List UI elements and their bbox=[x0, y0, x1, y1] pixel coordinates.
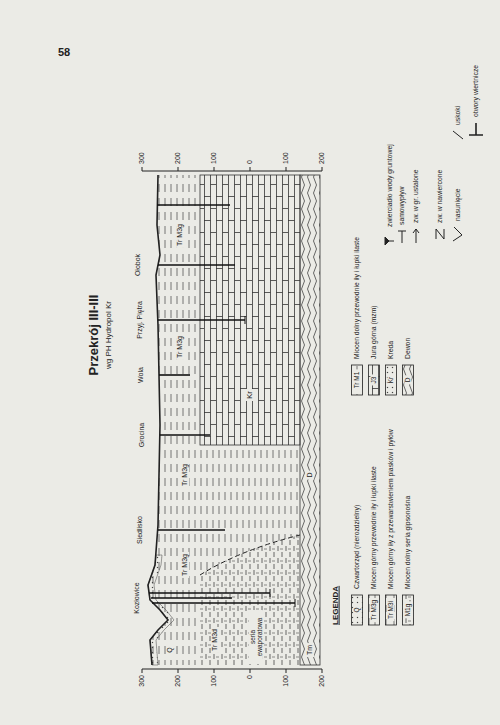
axis-number: 200 bbox=[174, 152, 182, 164]
well-name: Ołobok bbox=[134, 254, 142, 276]
section-title: Przekrój III-III bbox=[87, 295, 101, 376]
unit-symbol: Tr M3d bbox=[211, 627, 219, 653]
unit-symbol: Tr M3g bbox=[181, 462, 189, 488]
swatch-code: J3 bbox=[370, 375, 377, 386]
legend-text: Kreda bbox=[387, 341, 394, 359]
legend-text: Miocen dolny seria gipsonośna bbox=[404, 496, 411, 589]
axis-number: 0 bbox=[246, 160, 254, 164]
axis-number: 200 bbox=[318, 675, 326, 687]
unit-symbol: Kr bbox=[246, 389, 255, 401]
well-name: Siedlisko bbox=[136, 516, 144, 544]
legend-text: Miocen górny przewodnie iły i łupki ilas… bbox=[370, 466, 377, 589]
well-name: Grocina bbox=[138, 423, 146, 448]
legend-text: zw. w nawiercone bbox=[436, 170, 443, 223]
legend-text: otwory wiertnicze bbox=[472, 65, 479, 117]
axis-number: 100 bbox=[210, 152, 218, 164]
swatch-code: D bbox=[404, 376, 411, 385]
swatch-code: Tr M3i bbox=[387, 599, 394, 621]
legend-text: Jura górna (mzm) bbox=[370, 305, 377, 359]
legend-text: Miocen dolny przewodnie iły i łupki ilas… bbox=[353, 237, 360, 359]
axis-number: 0 bbox=[246, 675, 254, 679]
swatch-code: Tr M3g bbox=[370, 598, 377, 622]
unit-symbol: Q bbox=[166, 645, 174, 654]
axis-number: 300 bbox=[138, 675, 146, 687]
legend-text: nasunięcie bbox=[454, 189, 461, 222]
unit-symbol: Tr M3g bbox=[176, 222, 184, 248]
axis-number: 300 bbox=[138, 152, 146, 164]
legend-text: Dewon bbox=[404, 338, 411, 359]
unit-symbol: Tm bbox=[306, 643, 314, 657]
legend-text: uskoki bbox=[454, 106, 461, 125]
swatch-code: M1g bbox=[404, 602, 411, 619]
subtitle: wg PH Hydropol Kr bbox=[105, 301, 114, 369]
axis-number: 200 bbox=[174, 675, 182, 687]
unit-symbol: D bbox=[306, 470, 314, 479]
axis-number: 100 bbox=[282, 152, 290, 164]
well-name: Kozłowice bbox=[133, 582, 141, 614]
legend-text: zw. w gr. ustalone bbox=[412, 169, 419, 223]
legend-text: samowypływ bbox=[398, 186, 405, 225]
unit-symbol: Tr M3g bbox=[181, 552, 189, 578]
unit-symbol: Tr M3g bbox=[176, 334, 184, 360]
legend-text: Miocen górny iły z przewarstwieniem pias… bbox=[387, 429, 394, 589]
axis-number: 200 bbox=[318, 152, 326, 164]
legend-text: Czwartorzęd (nierozdzielny) bbox=[353, 505, 360, 589]
well-name: Wola bbox=[137, 367, 145, 383]
swatch-code: Kr bbox=[387, 375, 394, 386]
swatch-code: Tr M1 bbox=[353, 370, 360, 391]
legend-heading: LEGENDA bbox=[332, 586, 341, 625]
swatch-code: Q bbox=[353, 605, 360, 614]
legend-text: zwierciadło wody gruntowej bbox=[386, 144, 393, 227]
well-name: Przyj. Piętra bbox=[136, 301, 144, 339]
page-number: 58 bbox=[58, 46, 70, 58]
unit-name: seria ewaporatowa bbox=[249, 610, 263, 664]
axis-number: 100 bbox=[282, 675, 290, 687]
axis-number: 100 bbox=[210, 675, 218, 687]
